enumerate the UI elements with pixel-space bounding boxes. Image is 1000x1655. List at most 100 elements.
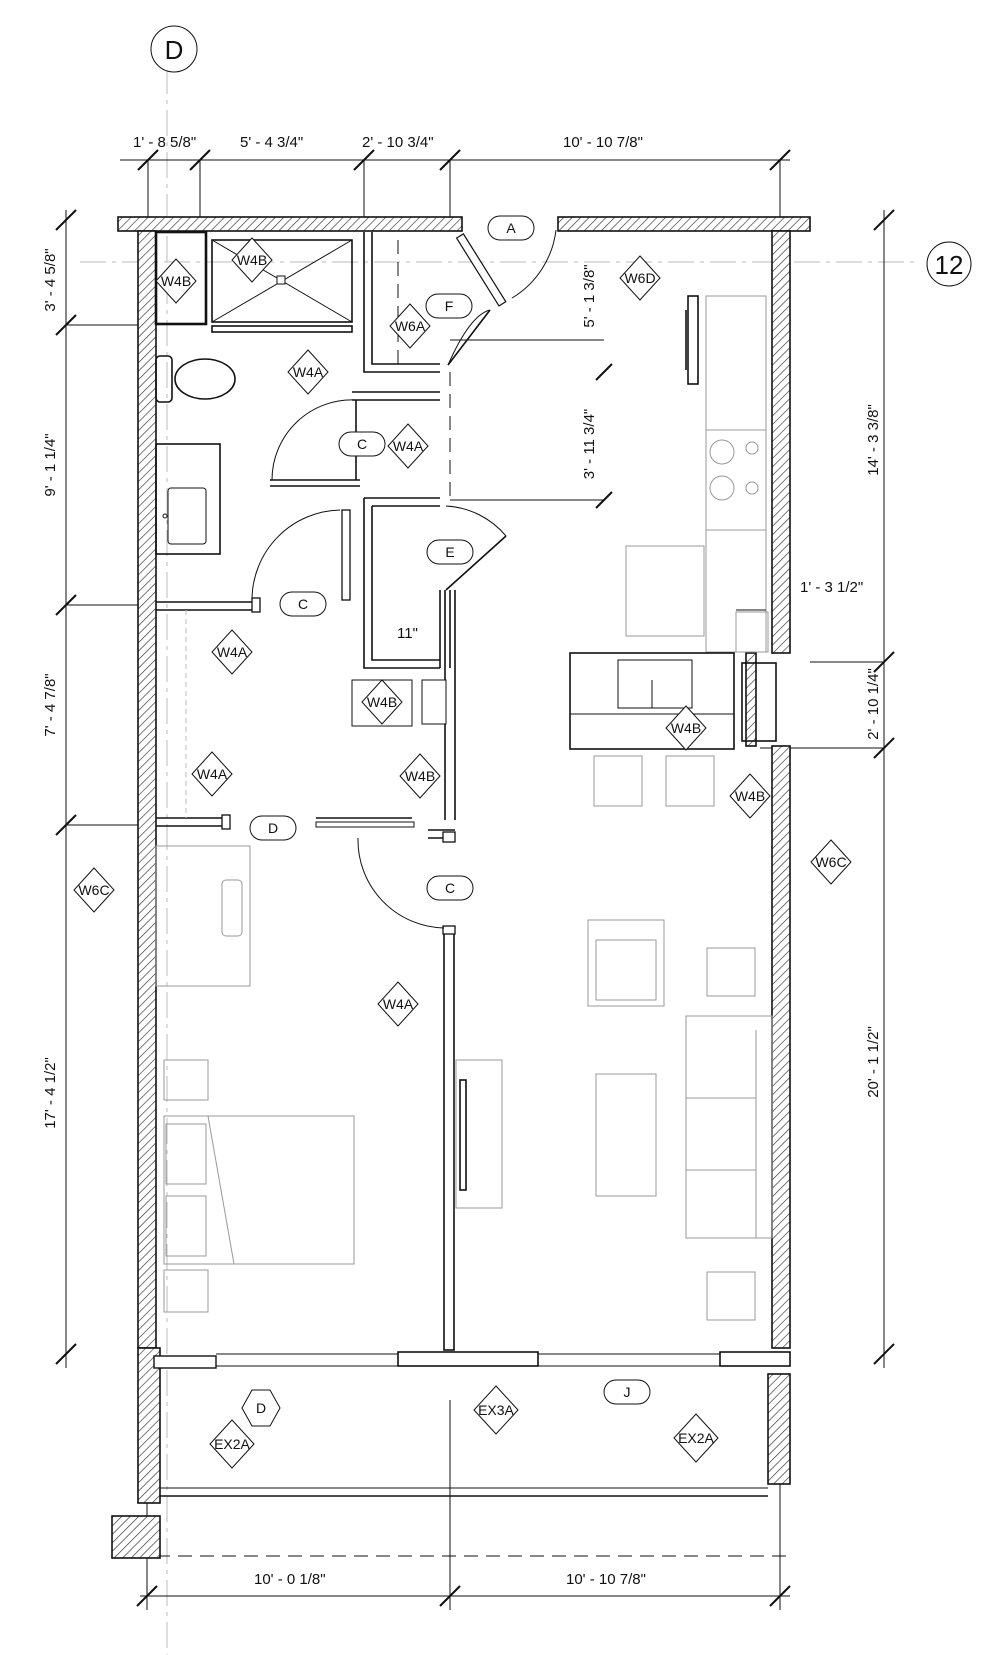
dim-bottom-1: 10' - 0 1/8" bbox=[254, 1571, 326, 1588]
exterior-wall-left bbox=[137, 230, 157, 1349]
window-tag-bedroom: D bbox=[241, 1389, 281, 1427]
armchair bbox=[587, 919, 665, 1007]
svg-text:W4A: W4A bbox=[197, 766, 228, 782]
svg-text:C: C bbox=[445, 880, 455, 896]
bedroom-door-swing bbox=[357, 837, 445, 929]
kitchen-island bbox=[569, 652, 735, 750]
svg-text:D: D bbox=[268, 820, 278, 836]
balcony-corner bbox=[111, 1515, 161, 1559]
svg-text:W4A: W4A bbox=[217, 644, 248, 660]
dimension-string-top: 1' - 8 5/8" 5' - 4 3/4" 2' - 10 3/4" 10'… bbox=[120, 134, 791, 225]
living-furniture bbox=[455, 919, 773, 1321]
svg-text:EX3A: EX3A bbox=[478, 1402, 514, 1418]
wall-tag-w4a-bedroom-top: W4A bbox=[191, 751, 233, 797]
wall-tag-ex2a-left: EX2A bbox=[209, 1419, 255, 1469]
wall-tag-w6a: W6A bbox=[389, 303, 431, 349]
wall-tag-w4b-shower: W4B bbox=[231, 237, 273, 283]
pantry-cabinet bbox=[741, 662, 777, 742]
living-window bbox=[538, 1353, 720, 1367]
svg-text:W6C: W6C bbox=[78, 882, 109, 898]
bedroom-top-wall bbox=[156, 817, 226, 827]
svg-text:A: A bbox=[506, 220, 516, 236]
vanity bbox=[155, 443, 221, 555]
exterior-wall-top-left bbox=[117, 216, 463, 232]
entry-door-swing bbox=[511, 229, 557, 299]
pier-right bbox=[719, 1351, 791, 1367]
television bbox=[459, 1079, 467, 1191]
dimension-string-right: 14' - 3 3/8" 2' - 10 1/4" 20' - 1 1/2" bbox=[760, 209, 895, 1368]
nightstand-2 bbox=[163, 1269, 209, 1313]
dimension-string-bottom: 10' - 0 1/8" 10' - 10 7/8" bbox=[136, 1400, 791, 1610]
door-tag-closet: C bbox=[279, 591, 327, 617]
utility-closet-side bbox=[439, 590, 451, 668]
interior-walls bbox=[154, 230, 456, 1351]
exterior-wall-right-jog bbox=[745, 652, 757, 747]
side-table-2 bbox=[706, 1271, 756, 1321]
dim-right-3: 20' - 1 1/2" bbox=[865, 1026, 882, 1098]
bath-door-swing bbox=[271, 399, 357, 481]
dimension-string-left: 3' - 4 5/8" 9' - 1 1/4" 7' - 4 7/8" 17' … bbox=[42, 209, 140, 1368]
wall-tag-w4a-bedroom: W4A bbox=[377, 981, 419, 1027]
entry-closet-wall bbox=[363, 232, 440, 373]
bed bbox=[163, 1115, 355, 1265]
svg-text:W4B: W4B bbox=[367, 694, 397, 710]
svg-text:W6C: W6C bbox=[815, 854, 846, 870]
svg-text:E: E bbox=[445, 544, 454, 560]
grid-bubble-column: D bbox=[150, 25, 198, 73]
svg-text:W4B: W4B bbox=[237, 252, 267, 268]
dim-left-2: 9' - 1 1/4" bbox=[42, 433, 59, 496]
dim-kitchen-upper: 5' - 1 3/8" bbox=[581, 264, 598, 327]
exterior-walls bbox=[117, 216, 811, 1349]
kitchen-counter bbox=[705, 295, 767, 653]
dim-top-1: 1' - 8 5/8" bbox=[133, 134, 196, 151]
laundry-slider[interactable] bbox=[315, 821, 415, 828]
bedroom-furniture bbox=[155, 845, 355, 1313]
balcony-wall-right bbox=[767, 1373, 791, 1485]
wall-tag-w6c-left: W6C bbox=[73, 867, 115, 913]
kitchen bbox=[569, 295, 777, 807]
nightstand-1 bbox=[163, 1059, 209, 1101]
bar-stool-2 bbox=[665, 755, 715, 807]
entry-door-leaf[interactable] bbox=[455, 233, 507, 307]
window-frame-left bbox=[153, 1355, 217, 1369]
shower-stall-enclosure bbox=[154, 230, 208, 326]
dishwasher-ghost bbox=[625, 545, 705, 637]
dim-left-4: 17' - 4 1/2" bbox=[42, 1057, 59, 1129]
hall-wall-upper bbox=[352, 391, 440, 401]
svg-text:W6A: W6A bbox=[395, 318, 426, 334]
svg-text:W4B: W4B bbox=[405, 768, 435, 784]
balcony-wall-left bbox=[137, 1347, 161, 1504]
refrigerator-door bbox=[687, 295, 699, 385]
wall-tag-ex3a: EX3A bbox=[473, 1385, 519, 1435]
wall-tag-w4a-bath: W4A bbox=[211, 629, 253, 675]
bedroom-living-partition bbox=[443, 929, 455, 1351]
vanity-sink bbox=[167, 487, 207, 545]
desk-chair bbox=[221, 879, 243, 937]
utility-door-leaf[interactable] bbox=[445, 535, 507, 591]
svg-text:EX2A: EX2A bbox=[678, 1430, 714, 1446]
shower-base bbox=[211, 239, 353, 323]
exterior-wall-top-right bbox=[557, 216, 811, 232]
coat-closet-leaf[interactable] bbox=[447, 309, 491, 366]
svg-text:W4B: W4B bbox=[671, 720, 701, 736]
dim-right-1: 14' - 3 3/8" bbox=[865, 404, 882, 476]
wall-tag-w4a-corridor: W4A bbox=[387, 423, 429, 469]
wall-tag-w6c-right: W6C bbox=[810, 839, 852, 885]
toilet-tank bbox=[155, 355, 173, 403]
shower-drain bbox=[276, 275, 286, 285]
wall-tag-w4b-closet: W4B bbox=[361, 679, 403, 725]
svg-text:J: J bbox=[624, 1384, 631, 1400]
grid-lines bbox=[80, 68, 920, 1655]
svg-text:D: D bbox=[256, 1400, 266, 1416]
media-console bbox=[455, 1059, 503, 1209]
wall-tag-w4b-right: W4B bbox=[729, 773, 771, 819]
reference-lines bbox=[112, 240, 790, 1557]
dim-top-2: 5' - 4 3/4" bbox=[240, 134, 303, 151]
svg-text:W6D: W6D bbox=[624, 270, 655, 286]
grid-label-row: 12 bbox=[935, 250, 964, 280]
wall-tag-w4b-island: W4B bbox=[665, 705, 707, 751]
hall-post bbox=[341, 509, 351, 601]
dim-left-3: 7' - 4 7/8" bbox=[42, 673, 59, 736]
utility-door-swing bbox=[445, 505, 507, 537]
